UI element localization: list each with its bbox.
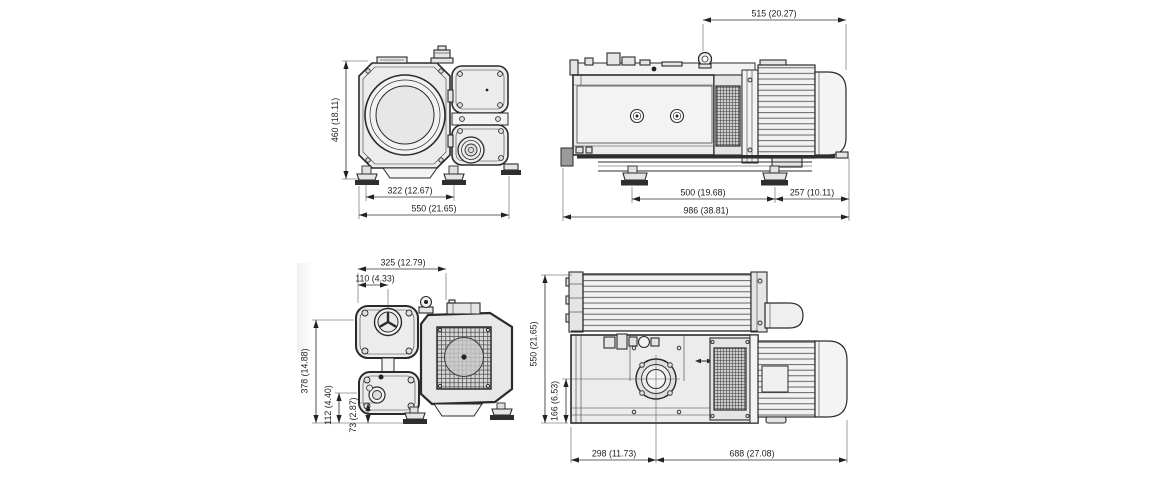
- side-pump-drawing: [560, 51, 849, 186]
- top-fittings: [569, 52, 683, 76]
- dim-front-height: 460 (18.11): [330, 98, 340, 142]
- dim-side-top-length: 515 (20.27): [752, 9, 797, 19]
- lifting-eye: [697, 51, 713, 69]
- sight-glass-front: [457, 136, 485, 164]
- front-pump-drawing: [355, 45, 521, 185]
- cooling-grille-side: [713, 74, 743, 156]
- dim-side-motor-overhang: 257 (10.11): [790, 188, 834, 198]
- dim-side-foot-spacing: 500 (19.68): [681, 188, 726, 198]
- top-silencer-cap: [376, 56, 408, 64]
- dim-front-overall-width: 550 (21.65): [412, 204, 457, 214]
- dim-rear-top-width: 325 (12.79): [381, 258, 426, 268]
- oil-fill-plug-top: [430, 45, 454, 64]
- dim-side-overall-length: 986 (38.81): [684, 206, 729, 216]
- oil-box-connector-front: [451, 112, 509, 126]
- dim-plan-port-offset-front: 166 (6.53): [550, 381, 560, 421]
- inlet-flange-rear: [446, 299, 481, 315]
- view-rear: 325 (12.79) 110 (4.33) 378 (14.88) 112 (…: [297, 258, 514, 433]
- cylinder-plan: [565, 271, 768, 333]
- cooling-grille-plan: [709, 337, 751, 421]
- pump-body-plan: [570, 330, 759, 430]
- oil-box-bottom-rear: [358, 371, 420, 415]
- oil-drain-port: [366, 384, 386, 404]
- dim-rear-height: 378 (14.88): [300, 348, 310, 393]
- oil-sight-glass-2: [669, 108, 685, 124]
- terminal-box-plan: [764, 302, 804, 329]
- fan-housing-rear: [419, 311, 514, 406]
- valve-assembly-plan: [603, 333, 660, 350]
- dim-plan-overall-width: 550 (21.65): [529, 321, 539, 366]
- rear-pump-drawing: [355, 295, 514, 424]
- dim-rear-low-height: 73 (2.87): [348, 397, 358, 432]
- rear-feet: [403, 402, 514, 424]
- plan-dimensions: 550 (21.65) 166 (6.53) 298 (11.73) 688 (…: [529, 274, 848, 463]
- view-side: 515 (20.27) 500 (19.68) 257 (10.11) 986 …: [560, 9, 850, 221]
- motor-end-cap-plan: [814, 340, 848, 418]
- oil-box-top-rear: [355, 305, 419, 359]
- front-feet: [355, 163, 521, 185]
- oil-box-bottom-front: [447, 89, 509, 166]
- view-front: 460 (18.11) 322 (12.67) 550 (21.65): [330, 45, 521, 219]
- dim-rear-port-offset: 110 (4.33): [355, 274, 395, 284]
- motor-plan: [757, 340, 848, 424]
- plan-pump-drawing: [565, 271, 848, 430]
- dim-plan-length-right: 688 (27.08): [730, 449, 775, 459]
- gas-ballast-valve: [418, 295, 434, 314]
- front-dimensions: 460 (18.11) 322 (12.67) 550 (21.65): [330, 60, 510, 219]
- fan-grille-rear: [436, 326, 492, 390]
- base-and-feet-side: [560, 147, 849, 186]
- motor-side: [757, 59, 847, 168]
- side-dimensions: 515 (20.27) 500 (19.68) 257 (10.11) 986 …: [562, 9, 850, 221]
- rear-dimensions: 325 (12.79) 110 (4.33) 378 (14.88) 112 (…: [300, 258, 447, 433]
- oil-box-top-front: [451, 65, 509, 114]
- view-plan: 550 (21.65) 166 (6.53) 298 (11.73) 688 (…: [529, 271, 848, 463]
- dim-front-foot-spacing: 322 (12.67): [388, 186, 433, 196]
- oil-fill-port: [373, 307, 403, 337]
- scan-shadow: [297, 263, 313, 353]
- motor-end-cap-side: [814, 71, 847, 156]
- pump-body-side: [572, 74, 715, 156]
- dim-plan-port-offset-left: 298 (11.73): [592, 449, 636, 459]
- oil-sight-glass-1: [629, 108, 645, 124]
- fan-cover: [364, 74, 446, 156]
- coupling-housing-side: [741, 69, 759, 164]
- dim-rear-mid-height: 112 (4.40): [323, 385, 333, 425]
